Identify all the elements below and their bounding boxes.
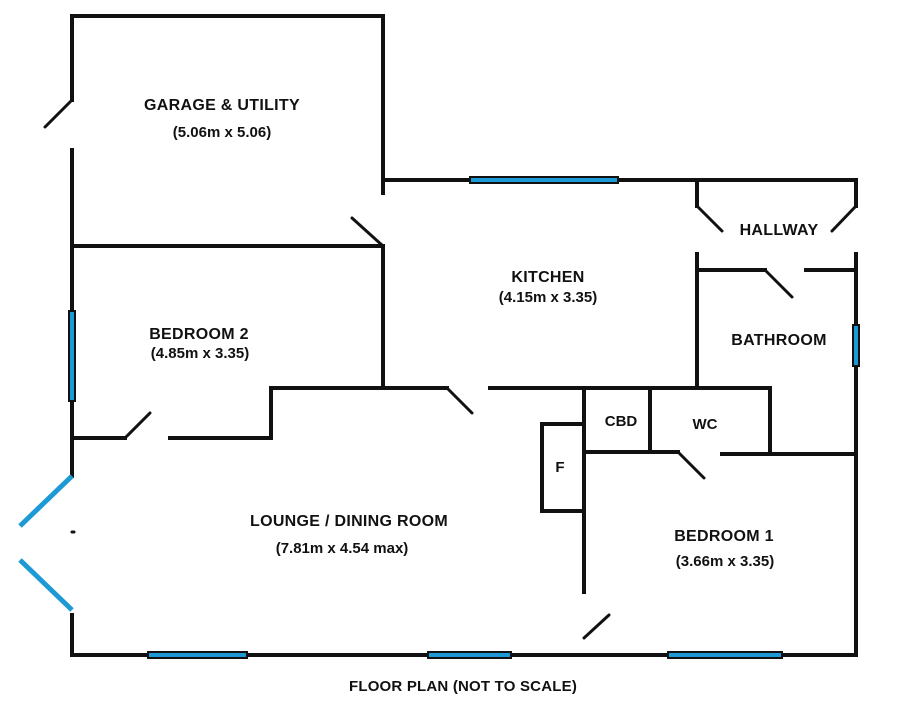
bathroom-name: BATHROOM	[731, 332, 826, 349]
bathroom-door	[763, 268, 794, 299]
doors	[43, 98, 858, 640]
bedroom1-door	[582, 613, 611, 640]
bedroom2-name: BEDROOM 2	[149, 326, 249, 343]
garage-name: GARAGE & UTILITY	[144, 97, 300, 114]
kitchen-wall-top	[381, 178, 858, 208]
garage-external-door	[43, 98, 74, 129]
lounge-size: (7.81m x 4.54 max)	[276, 540, 409, 557]
garage-size: (5.06m x 5.06)	[173, 124, 271, 141]
garage-kitchen-door	[350, 216, 385, 248]
hallway-name: HALLWAY	[740, 222, 819, 239]
kitchen-name: KITCHEN	[511, 269, 584, 286]
bedroom2-door	[123, 411, 152, 440]
windows	[18, 176, 860, 659]
lounge-wall-bottom	[70, 613, 858, 657]
plan-caption: FLOOR PLAN (NOT TO SCALE)	[349, 678, 577, 695]
bedroom2-size: (4.85m x 3.35)	[151, 345, 249, 362]
wc-door	[676, 450, 706, 480]
hallway-door-left	[695, 204, 724, 233]
bedroom1-name: BEDROOM 1	[674, 528, 774, 545]
fridge-alcove	[540, 422, 586, 513]
wc-name: WC	[693, 416, 718, 433]
lounge-kitchen-door	[445, 386, 474, 415]
walls	[70, 14, 858, 657]
fridge-name: F	[555, 459, 564, 476]
bedroom1-size: (3.66m x 3.35)	[676, 553, 774, 570]
lounge-bay-window-lower	[18, 558, 74, 612]
hallway-door-right	[830, 204, 858, 233]
kitchen-size: (4.15m x 3.35)	[499, 289, 597, 306]
garage-wall-top	[70, 14, 385, 195]
lounge-name: LOUNGE / DINING ROOM	[250, 513, 448, 530]
lounge-bay-window-upper	[18, 474, 74, 528]
room-labels: GARAGE & UTILITY (5.06m x 5.06) HALLWAY …	[144, 97, 826, 695]
cbd-name: CBD	[605, 413, 638, 430]
bedroom2-wall-bottom-right	[168, 386, 449, 440]
